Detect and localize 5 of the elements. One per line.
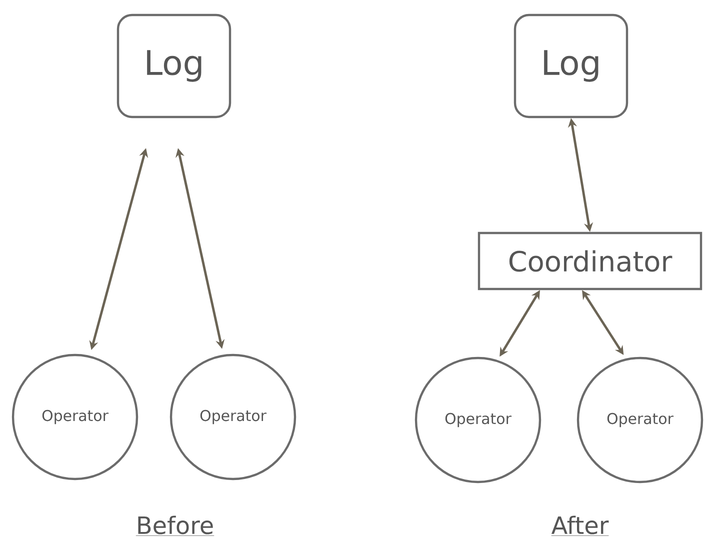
log-box: Log: [116, 14, 232, 118]
caption: Before: [136, 516, 214, 536]
coordinator-box: Coordinator: [478, 232, 702, 290]
log-box: Log: [514, 14, 628, 118]
caption: After: [551, 516, 609, 536]
